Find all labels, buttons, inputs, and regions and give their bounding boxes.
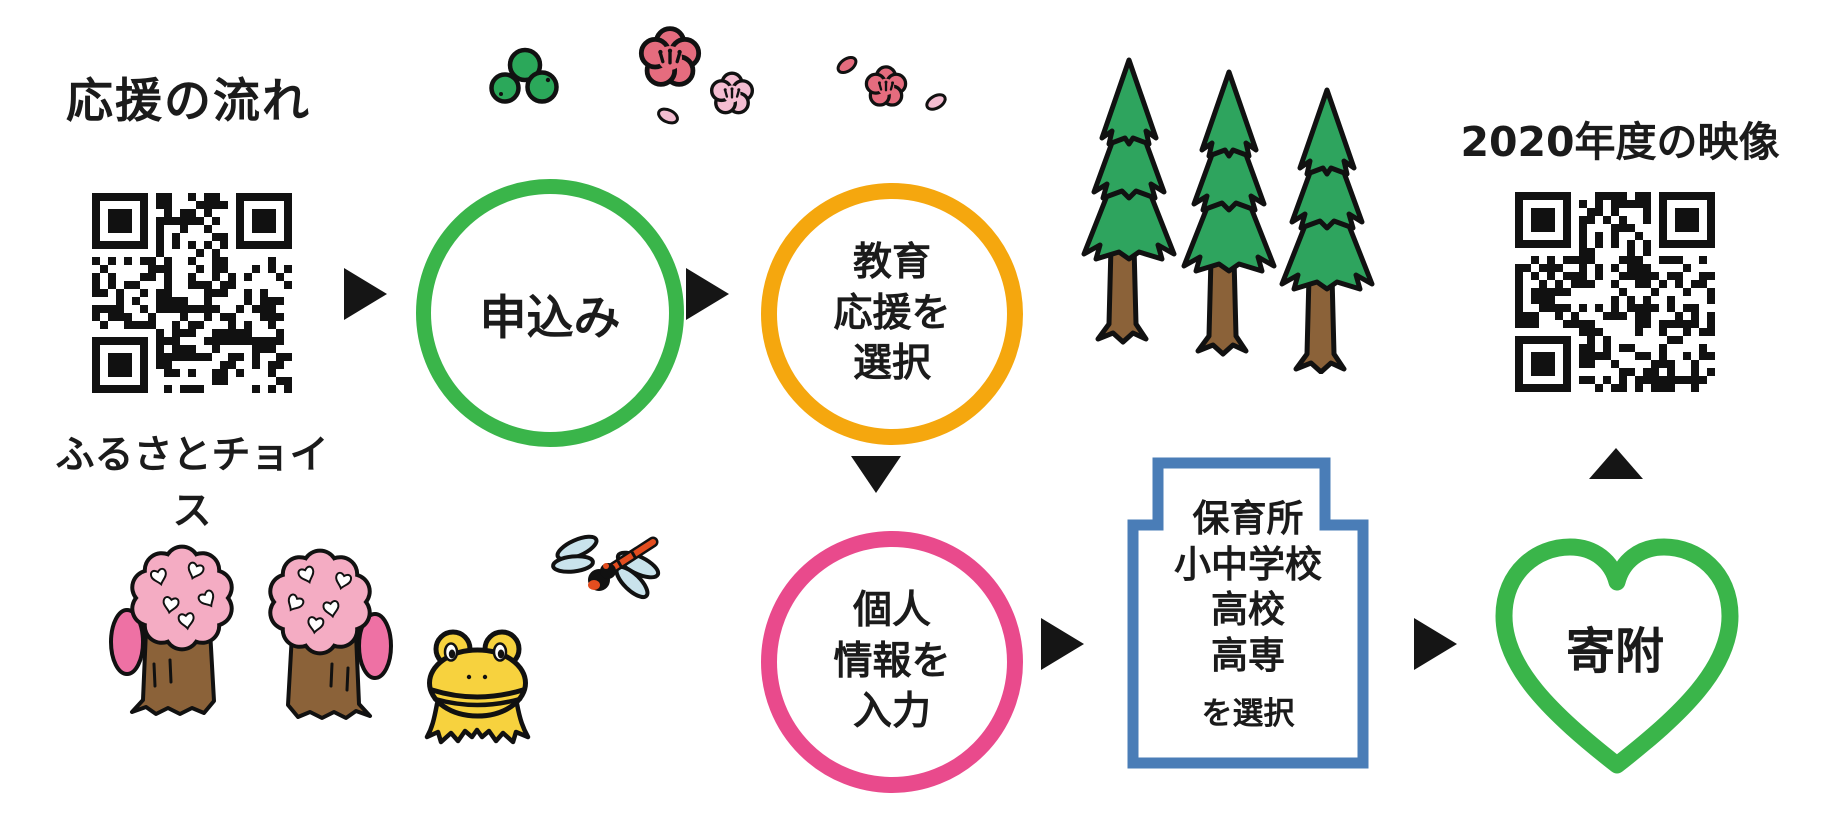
plum-blossom-icon: [864, 65, 908, 107]
plum-blossom-icon: [709, 71, 755, 115]
qr-caption-2020-video: 2020年度の映像: [1460, 118, 1780, 166]
petal-icon: [922, 90, 950, 114]
petal-icon: [654, 104, 682, 128]
arrow-right-icon-3: [1041, 618, 1084, 670]
step-apply-label: 申込み: [479, 290, 621, 346]
qr-code-furusato-choice: [92, 193, 292, 393]
step-choose-education-label: 教育 応援を 選択: [833, 239, 951, 387]
step-choose-school: 保育所 小中学校 高校 高専 を選択: [1126, 496, 1370, 733]
plum-blossom-icon: [641, 29, 698, 85]
step-donate-label: 寄附: [1565, 623, 1664, 680]
frog-icon: [424, 629, 531, 745]
school-building-box: [1127, 457, 1369, 769]
petal-icon: [833, 52, 861, 78]
heart-icon: [1495, 538, 1739, 774]
pine-trees-illustration: [1072, 56, 1394, 374]
arrow-right-icon-2: [686, 268, 729, 320]
cherry-blossom-trees-illustration: [108, 538, 398, 728]
arrow-up-icon: [1589, 448, 1643, 479]
qr-caption-furusato-choice: ふるさとチョイス: [55, 433, 329, 534]
arrow-right-icon-4: [1414, 618, 1457, 670]
step-apply-circle: 申込み: [416, 179, 684, 447]
arrow-right-icon-1: [344, 268, 387, 320]
arrow-down-icon: [851, 456, 901, 493]
blossoms-and-berries-illustration: [489, 20, 950, 128]
qr-code-2020-video: [1515, 192, 1715, 392]
step-personal-info-circle: 個人 情報を 入力: [761, 531, 1023, 793]
step-personal-info-label: 個人 情報を 入力: [833, 587, 951, 735]
green-berries-icon: [489, 47, 559, 104]
step-choose-education-circle: 教育 応援を 選択: [761, 183, 1023, 445]
dragonfly-icon: [551, 534, 661, 600]
page-title: 応援の流れ: [66, 74, 311, 129]
step-choose-school-suffix: を選択: [1201, 696, 1295, 732]
step-choose-school-label: 保育所 小中学校 高校 高専: [1174, 497, 1322, 677]
